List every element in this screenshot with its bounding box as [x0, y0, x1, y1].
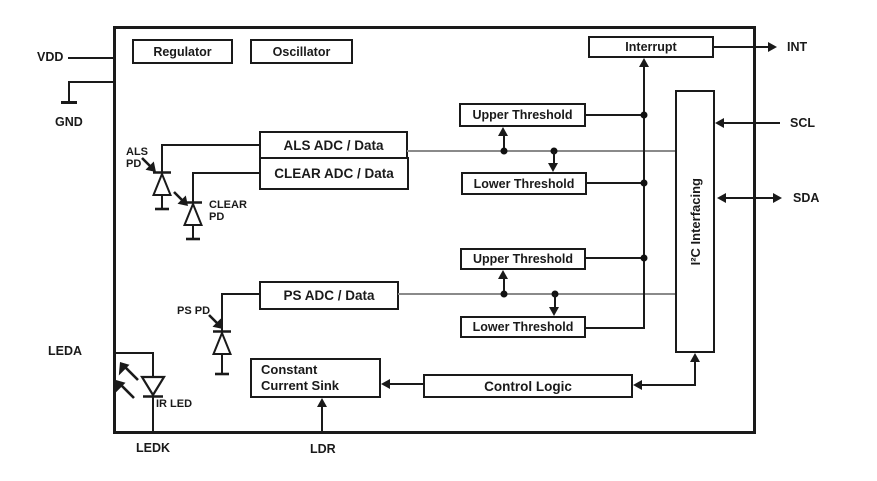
ir-led-wire-top — [152, 352, 154, 377]
als-data-bus — [407, 150, 675, 152]
ps-lower-threshold-link — [554, 294, 556, 308]
als-upper-threshold-arrowhead-icon — [498, 127, 508, 136]
int-wire — [714, 46, 769, 48]
i2c-control-arrowhead-icon — [690, 353, 700, 362]
ps-pd-label: PS PD — [177, 305, 211, 317]
pin-label-scl: SCL — [790, 116, 815, 130]
scl-wire — [723, 122, 780, 124]
als-adc-block: ALS ADC / Data — [259, 131, 408, 159]
gnd-terminal-icon — [61, 101, 77, 104]
control-i2c-link-horizontal — [642, 384, 696, 386]
lower-threshold-als-block: Lower Threshold — [461, 172, 587, 195]
leda-wire — [113, 352, 154, 354]
clear-pd-wire-vertical — [192, 172, 194, 202]
clear-pd-wire-horizontal — [192, 172, 259, 174]
lower-threshold-ps-out-wire — [586, 327, 645, 329]
als-lower-threshold-arrowhead-icon — [548, 163, 558, 172]
int-arrowhead-icon — [768, 42, 777, 52]
pin-label-leda: LEDA — [48, 344, 83, 358]
scl-arrowhead-icon — [715, 118, 724, 128]
gnd-wire-horizontal — [69, 81, 114, 83]
clear-pd-pointer-arrow-icon — [173, 191, 188, 206]
pin-label-ledk: LEDK — [136, 441, 171, 455]
lower-threshold-ps-block: Lower Threshold — [460, 316, 586, 338]
i2c-interfacing-block: I²C Interfacing — [675, 90, 715, 353]
ccs-label-line2: Current Sink — [261, 378, 340, 393]
junction-dot — [640, 179, 648, 187]
oscillator-block: Oscillator — [250, 39, 353, 64]
clear-pd-label: CLEAR PD — [209, 199, 247, 223]
ps-photodiode-icon — [212, 330, 232, 376]
junction-dot — [640, 111, 648, 119]
junction-dot — [500, 147, 508, 155]
regulator-block: Regulator — [132, 39, 233, 64]
pin-label-gnd: GND — [55, 115, 83, 129]
constant-current-sink-block: Constant Current Sink — [250, 358, 381, 398]
ir-led-emission-arrows-icon — [114, 362, 139, 399]
ps-pd-pointer-arrow-icon — [208, 314, 223, 329]
upper-threshold-ps-block: Upper Threshold — [460, 248, 586, 270]
control-logic-arrowhead-icon — [633, 380, 642, 390]
gnd-wire-vertical — [68, 81, 70, 102]
vdd-wire — [68, 57, 114, 59]
pin-label-ldr: LDR — [310, 442, 336, 456]
ps-upper-threshold-arrowhead-icon — [498, 270, 508, 279]
ps-pd-wire-vertical — [221, 293, 223, 331]
ps-lower-threshold-arrowhead-icon — [549, 307, 559, 316]
als-photodiode-icon — [152, 171, 172, 211]
pin-label-sda: SDA — [793, 191, 820, 205]
clear-adc-block: CLEAR ADC / Data — [259, 157, 409, 190]
ir-led-icon — [140, 375, 166, 398]
ccs-label-line1: Constant — [261, 362, 318, 377]
sda-wire — [725, 197, 774, 199]
chip-boundary — [113, 26, 756, 434]
lower-threshold-als-out-wire — [587, 182, 644, 184]
interrupt-collection-line — [643, 65, 645, 328]
junction-dot — [640, 254, 648, 262]
als-upper-threshold-link — [503, 134, 505, 151]
pin-label-vdd: VDD — [37, 50, 64, 64]
als-pd-wire-vertical — [161, 144, 163, 172]
upper-threshold-als-block: Upper Threshold — [459, 103, 586, 127]
als-pd-label: ALS PD — [126, 146, 148, 170]
ir-led-wire-bottom — [152, 397, 154, 434]
interrupt-arrowhead-icon — [639, 58, 649, 67]
als-pd-wire-horizontal — [161, 144, 259, 146]
interrupt-block: Interrupt — [588, 36, 714, 58]
ldr-arrowhead-icon — [317, 398, 327, 407]
sda-arrowhead-left-icon — [717, 193, 726, 203]
ps-pd-wire-horizontal — [221, 293, 259, 295]
sda-arrowhead-right-icon — [773, 193, 782, 203]
ps-upper-threshold-link — [503, 277, 505, 294]
ir-led-label: IR LED — [156, 398, 193, 410]
ps-adc-block: PS ADC / Data — [259, 281, 399, 310]
ccs-arrowhead-icon — [381, 379, 390, 389]
ldr-wire — [321, 405, 323, 434]
ps-data-bus — [398, 293, 675, 295]
control-logic-block: Control Logic — [423, 374, 633, 398]
upper-threshold-ps-out-wire — [586, 257, 644, 259]
control-to-ccs-wire — [389, 383, 423, 385]
i2c-interfacing-label: I²C Interfacing — [687, 177, 703, 266]
control-i2c-link-vertical — [694, 360, 696, 386]
als-pd-pointer-arrow-icon — [141, 157, 156, 172]
pin-label-int: INT — [787, 40, 808, 54]
als-lower-threshold-link — [553, 151, 555, 165]
junction-dot — [500, 290, 508, 298]
upper-threshold-als-out-wire — [586, 114, 644, 116]
